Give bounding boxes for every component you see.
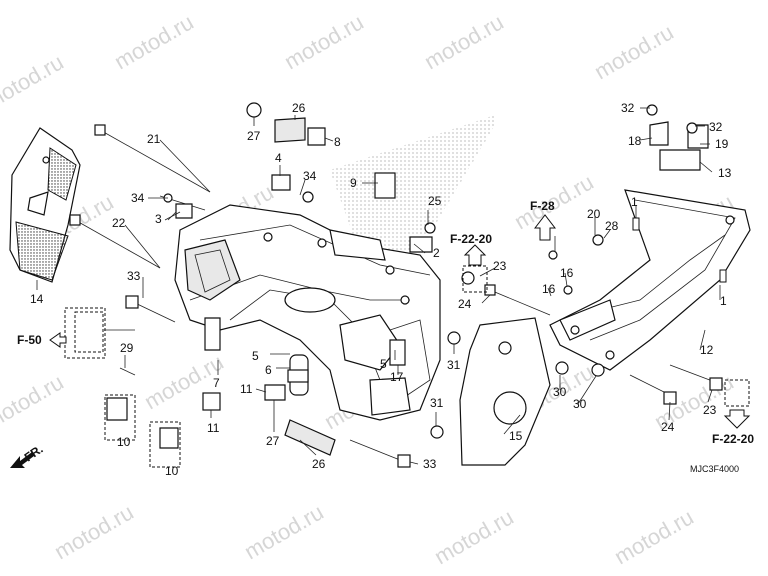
frame-shading (330, 115, 495, 255)
callout-34: 34 (131, 191, 145, 205)
callout-28: 28 (605, 219, 619, 233)
marker-tab (632, 217, 640, 231)
callout-24: 24 (661, 420, 675, 434)
callout-13: 13 (718, 166, 732, 180)
part-heat-shield (9, 127, 81, 283)
watermark-text: motod.ru (240, 499, 328, 564)
callout-19: 19 (715, 137, 729, 151)
callout-33: 33 (127, 269, 141, 283)
callouts: 1 1 2 3 4 5 5 6 7 8 9 10 10 11 11 12 13 … (30, 101, 732, 478)
ref-label-f50: F-50 (17, 333, 42, 347)
callout-30: 30 (573, 397, 587, 411)
watermark-text: motod.ru (280, 9, 368, 74)
ref-f50-arrow (49, 332, 67, 348)
callout-16: 16 (560, 266, 574, 280)
callout-22: 22 (112, 216, 126, 230)
callout-23: 23 (493, 259, 507, 273)
callout-25: 25 (428, 194, 442, 208)
callout-2: 2 (433, 246, 440, 260)
watermark-text: motod.ru (110, 9, 198, 74)
fr-arrow (10, 452, 34, 468)
leader-lines (36, 107, 721, 465)
callout-10: 10 (117, 435, 131, 449)
callout-7: 7 (213, 376, 220, 390)
callout-17: 17 (390, 370, 404, 384)
callout-26: 26 (312, 457, 326, 471)
watermark-text: motod.ru (0, 49, 68, 114)
callout-6: 6 (265, 363, 272, 377)
callout-32: 32 (621, 101, 635, 115)
callout-21: 21 (147, 132, 161, 146)
callout-24: 24 (458, 297, 472, 311)
callout-10: 10 (165, 464, 179, 478)
callout-33: 33 (423, 457, 437, 471)
callout-11: 11 (207, 421, 220, 435)
watermark-text: motod.ru (610, 504, 698, 569)
callout-27: 27 (266, 434, 280, 448)
callout-30: 30 (553, 385, 567, 399)
callout-18: 18 (628, 134, 642, 148)
group-box (64, 307, 106, 359)
callout-23: 23 (703, 403, 717, 417)
watermark-text: motod.ru (590, 19, 678, 84)
callout-16: 16 (542, 282, 556, 296)
callout-12: 12 (700, 343, 714, 357)
callout-3: 3 (155, 212, 162, 226)
callout-11: 11 (240, 382, 253, 396)
ref-f2220-bottom (723, 379, 751, 429)
ref-label-f2220-top: F-22-20 (450, 232, 492, 246)
watermark-text: motod.ru (420, 9, 508, 74)
ref-label-f2220-bottom: F-22-20 (712, 432, 754, 446)
callout-26: 26 (292, 101, 306, 115)
marker-tab (719, 269, 727, 283)
callout-20: 20 (587, 207, 601, 221)
ref-f2220-top (462, 244, 488, 293)
callout-29: 29 (120, 341, 134, 355)
watermark-text: motod.ru (50, 499, 138, 564)
callout-9: 9 (350, 176, 357, 190)
bolts (69, 124, 723, 468)
watermark-text: motod.ru (430, 504, 518, 569)
callout-34: 34 (303, 169, 317, 183)
callout-5: 5 (380, 357, 387, 371)
part-plate (459, 317, 551, 466)
group-box (149, 421, 181, 468)
callout-5: 5 (252, 349, 259, 363)
callout-31: 31 (447, 358, 461, 372)
diagram-code: MJC3F4000 (690, 464, 739, 474)
callout-27: 27 (247, 129, 261, 143)
callout-14: 14 (30, 292, 44, 306)
ref-label-f28: F-28 (530, 199, 555, 213)
callout-8: 8 (334, 135, 341, 149)
group-box (104, 394, 136, 441)
callout-32: 32 (709, 120, 723, 134)
rear-subframe (549, 189, 751, 371)
callout-1: 1 (720, 294, 727, 308)
callout-15: 15 (509, 429, 523, 443)
callout-4: 4 (275, 151, 282, 165)
main-frame (174, 204, 441, 421)
callout-1: 1 (631, 195, 638, 209)
callout-31: 31 (430, 396, 444, 410)
ref-f28 (533, 214, 557, 241)
watermark-text: motod.ru (0, 369, 68, 434)
collars (74, 102, 709, 456)
